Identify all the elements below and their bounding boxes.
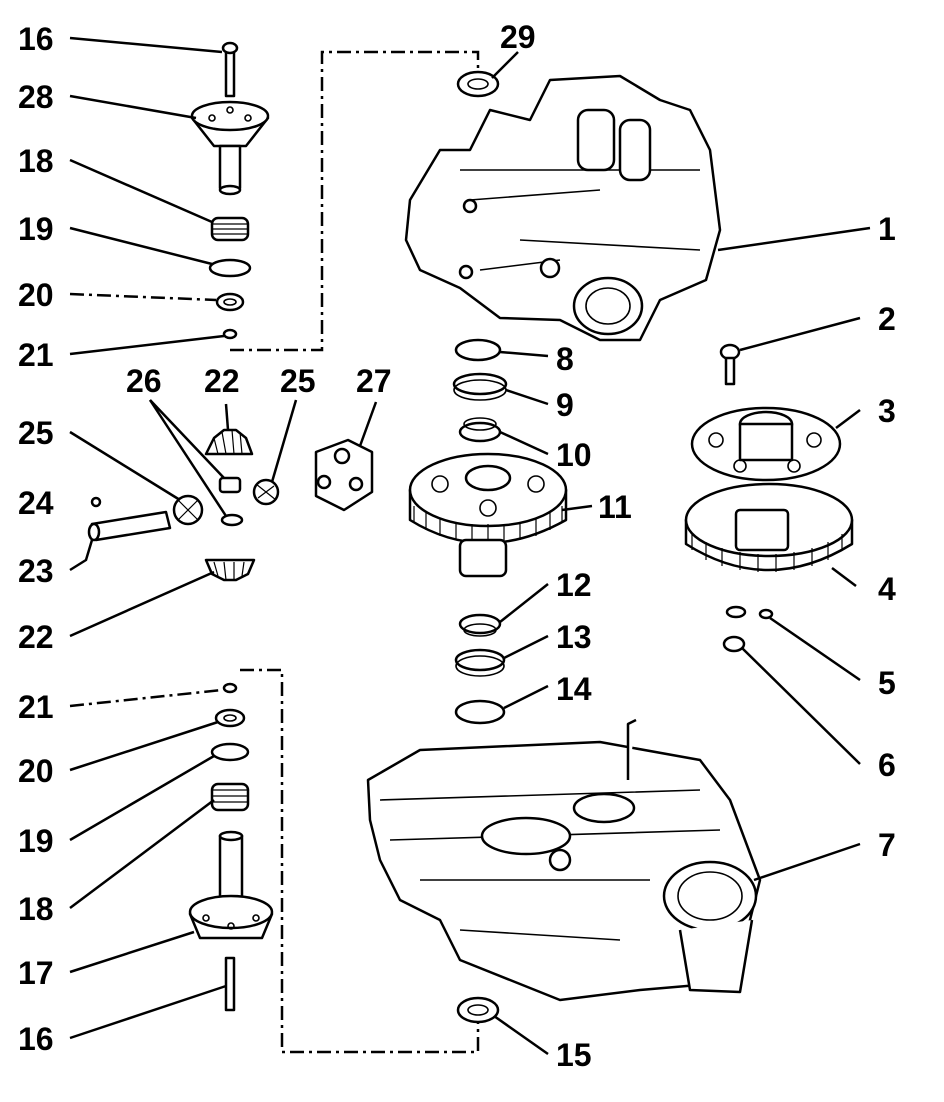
callout-19-bottom: 19 — [18, 823, 54, 859]
alignment-line-upper — [230, 50, 480, 352]
part-clip-top — [222, 328, 238, 340]
part-differential-block — [314, 438, 374, 512]
callout-22-top: 22 — [204, 363, 240, 399]
callout-16-bottom: 16 — [18, 1021, 54, 1057]
part-small-clip — [90, 496, 102, 508]
callout-14: 14 — [556, 671, 592, 707]
part-bolt-top — [221, 41, 239, 98]
callout-10: 10 — [556, 437, 592, 473]
part-bearing-cone-upper — [458, 417, 502, 443]
part-spring-bottom — [210, 782, 250, 812]
part-bearing-cone-lower — [458, 613, 502, 637]
part-bearing-cup-lower — [454, 648, 506, 677]
callout-16-top: 16 — [18, 21, 54, 57]
callout-6: 6 — [878, 747, 896, 783]
callout-8: 8 — [556, 341, 574, 377]
part-washer-bottom — [210, 742, 250, 762]
callout-19-top: 19 — [18, 211, 54, 247]
part-nut — [722, 635, 746, 653]
callout-24: 24 — [18, 485, 54, 521]
callout-1: 1 — [878, 211, 896, 247]
callout-25-upper: 25 — [280, 363, 316, 399]
part-bolt-bottom — [224, 956, 236, 1012]
part-small-washer — [220, 513, 244, 527]
part-pinion-gear-right — [252, 478, 280, 506]
part-thrust-washer-top — [215, 292, 245, 312]
callout-27: 27 — [356, 363, 392, 399]
part-flange-shaft-bottom — [188, 830, 274, 940]
part-lower-housing — [366, 718, 762, 1002]
part-seal-top — [456, 70, 500, 98]
callout-11: 11 — [598, 489, 632, 525]
callout-labels: 16 28 18 19 20 21 26 22 25 27 25 24 23 2… — [18, 19, 896, 1073]
part-pinion-block — [218, 476, 242, 494]
part-differential-case — [690, 406, 842, 482]
callout-13: 13 — [556, 619, 592, 655]
callout-2: 2 — [878, 301, 896, 337]
callout-21-top: 21 — [18, 337, 54, 373]
part-flange-shaft-top — [190, 100, 270, 196]
part-bolt-right — [719, 343, 741, 386]
part-lock-washer — [725, 605, 774, 620]
part-bevel-gear-upper — [204, 428, 254, 456]
leader-lines — [69, 36, 871, 1056]
callout-25-left: 25 — [18, 415, 54, 451]
part-spring-top — [210, 216, 250, 242]
part-snap-ring-lower — [454, 699, 506, 725]
callout-20-bottom: 20 — [18, 753, 54, 789]
part-snap-ring — [454, 338, 502, 362]
part-seal-bottom — [456, 996, 500, 1024]
callout-26: 26 — [126, 363, 162, 399]
callout-29: 29 — [500, 19, 536, 55]
callout-28: 28 — [18, 79, 54, 115]
part-upper-housing — [404, 74, 722, 342]
part-washer-top — [208, 258, 252, 278]
alignment-line-lower — [240, 668, 480, 1054]
part-clip-bottom — [222, 682, 238, 694]
part-bevel-gear-lower — [204, 558, 256, 582]
callout-15: 15 — [556, 1037, 592, 1073]
callout-7: 7 — [878, 827, 896, 863]
part-bearing-cup-upper — [452, 372, 508, 401]
callout-21-bottom: 21 — [18, 689, 54, 725]
callout-12: 12 — [556, 567, 592, 603]
callout-20-top: 20 — [18, 277, 54, 313]
callout-18-top: 18 — [18, 143, 54, 179]
part-pinion-gear-left — [172, 494, 204, 526]
part-ring-gear-assembly — [408, 452, 568, 578]
callout-9: 9 — [556, 387, 574, 423]
part-pin — [87, 510, 172, 542]
callout-23: 23 — [18, 553, 54, 589]
callout-3: 3 — [878, 393, 896, 429]
part-thrust-washer-bottom — [214, 708, 246, 728]
callout-17: 17 — [18, 955, 54, 991]
callout-18-bottom: 18 — [18, 891, 54, 927]
callout-4: 4 — [878, 571, 896, 607]
callout-5: 5 — [878, 665, 896, 701]
part-ring-gear-right — [684, 482, 854, 572]
callout-22-bottom: 22 — [18, 619, 54, 655]
